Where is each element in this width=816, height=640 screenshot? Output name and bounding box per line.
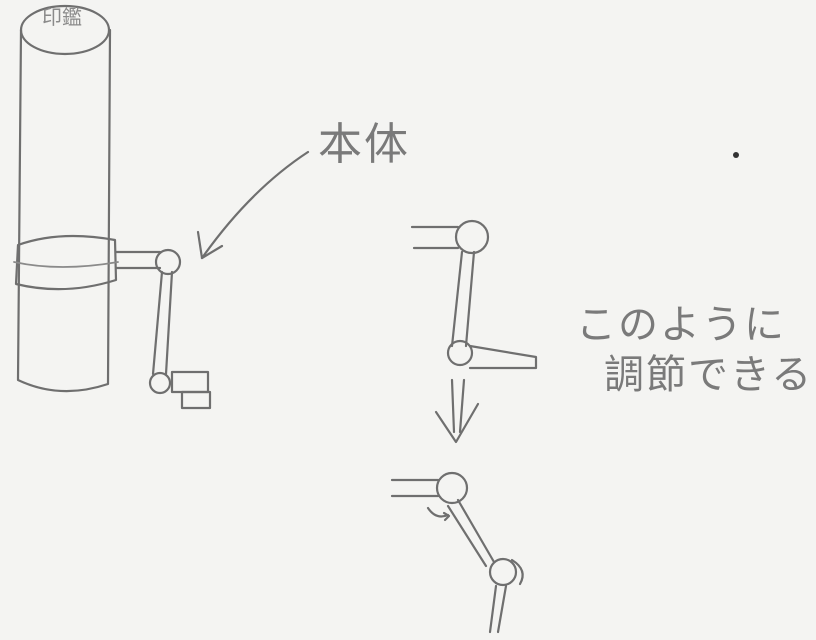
down-arrow <box>434 378 480 444</box>
body-label: 本体 <box>318 119 410 170</box>
holder-arm <box>114 248 212 410</box>
seal-cylinder <box>13 4 119 393</box>
pointer-arrow <box>196 150 310 260</box>
ink-dot <box>733 152 739 158</box>
arm-diagram-upper <box>410 219 538 370</box>
arm-diagram-lower <box>390 471 524 634</box>
seal-label: 印鑑 <box>42 5 82 29</box>
adjust-label-line2: 調節できる <box>604 352 814 398</box>
adjust-label-line1: このように <box>576 302 786 348</box>
